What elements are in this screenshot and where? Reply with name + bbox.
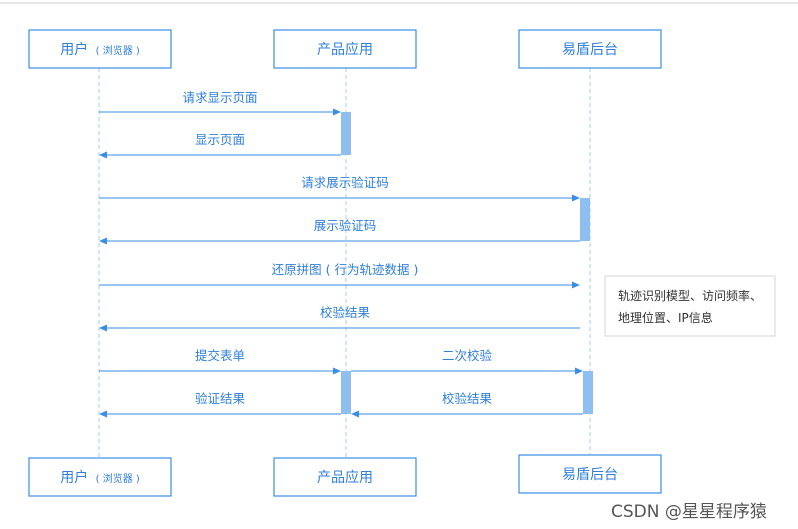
participant-app-label-bottom: 产品应用	[317, 469, 373, 486]
participant-user-sublabel-bottom: ( 浏览器 )	[96, 472, 140, 485]
participant-yidun-label: 易盾后台	[562, 42, 618, 58]
activation-yidun-2	[583, 371, 593, 414]
svg-text:用户 ( 浏览器 ): 用户 ( 浏览器 )	[60, 41, 140, 58]
activation-yidun-1	[580, 198, 590, 241]
participant-user-sublabel: ( 浏览器 )	[96, 44, 140, 57]
message-request-captcha: 请求展示验证码	[99, 175, 580, 202]
message-restore-puzzle: 还原拼图 ( 行为轨迹数据 )	[99, 262, 580, 289]
message-label: 二次校验	[442, 348, 493, 363]
participant-user-top: 用户 ( 浏览器 )	[28, 29, 172, 69]
message-show-page: 显示页面	[99, 132, 341, 159]
participant-app-bottom: 产品应用	[273, 457, 417, 497]
participant-yidun-top: 易盾后台	[518, 29, 662, 69]
participant-yidun-bottom: 易盾后台	[518, 454, 662, 494]
participant-user-bottom: 用户 ( 浏览器 )	[28, 457, 172, 497]
message-label: 请求显示页面	[182, 90, 257, 105]
note-box: 轨迹识别模型、访问频率、 地理位置、IP信息	[604, 275, 776, 337]
message-request-page: 请求显示页面	[99, 90, 341, 116]
participant-user-label-bottom: 用户	[60, 469, 88, 486]
message-label: 验证结果	[195, 391, 246, 406]
message-second-check: 二次校验	[351, 348, 583, 375]
activation-app-2	[341, 371, 351, 414]
message-label: 提交表单	[195, 348, 245, 363]
message-label: 还原拼图 ( 行为轨迹数据 )	[272, 262, 419, 277]
message-check-result: 校验结果	[99, 305, 580, 332]
participant-app-top: 产品应用	[273, 29, 417, 69]
message-label: 请求展示验证码	[301, 175, 389, 190]
message-submit-form: 提交表单	[99, 348, 341, 375]
note-line-1: 轨迹识别模型、访问频率、	[618, 288, 762, 303]
activation-app-1	[341, 112, 351, 155]
participant-user-label: 用户	[60, 41, 88, 58]
note-line-2: 地理位置、IP信息	[618, 310, 713, 325]
message-label: 校验结果	[320, 305, 371, 320]
watermark-text: CSDN @星星程序猿	[611, 502, 767, 522]
message-check-result-2: 校验结果	[351, 391, 583, 418]
participant-yidun-label-bottom: 易盾后台	[562, 467, 618, 483]
message-show-captcha: 展示验证码	[99, 218, 580, 245]
message-verify-result: 验证结果	[99, 391, 341, 418]
svg-text:用户 ( 浏览器 ): 用户 ( 浏览器 )	[60, 469, 140, 486]
participant-app-label: 产品应用	[317, 41, 373, 58]
message-label: 展示验证码	[314, 218, 377, 233]
message-label: 显示页面	[195, 132, 245, 147]
message-label: 校验结果	[442, 391, 493, 406]
